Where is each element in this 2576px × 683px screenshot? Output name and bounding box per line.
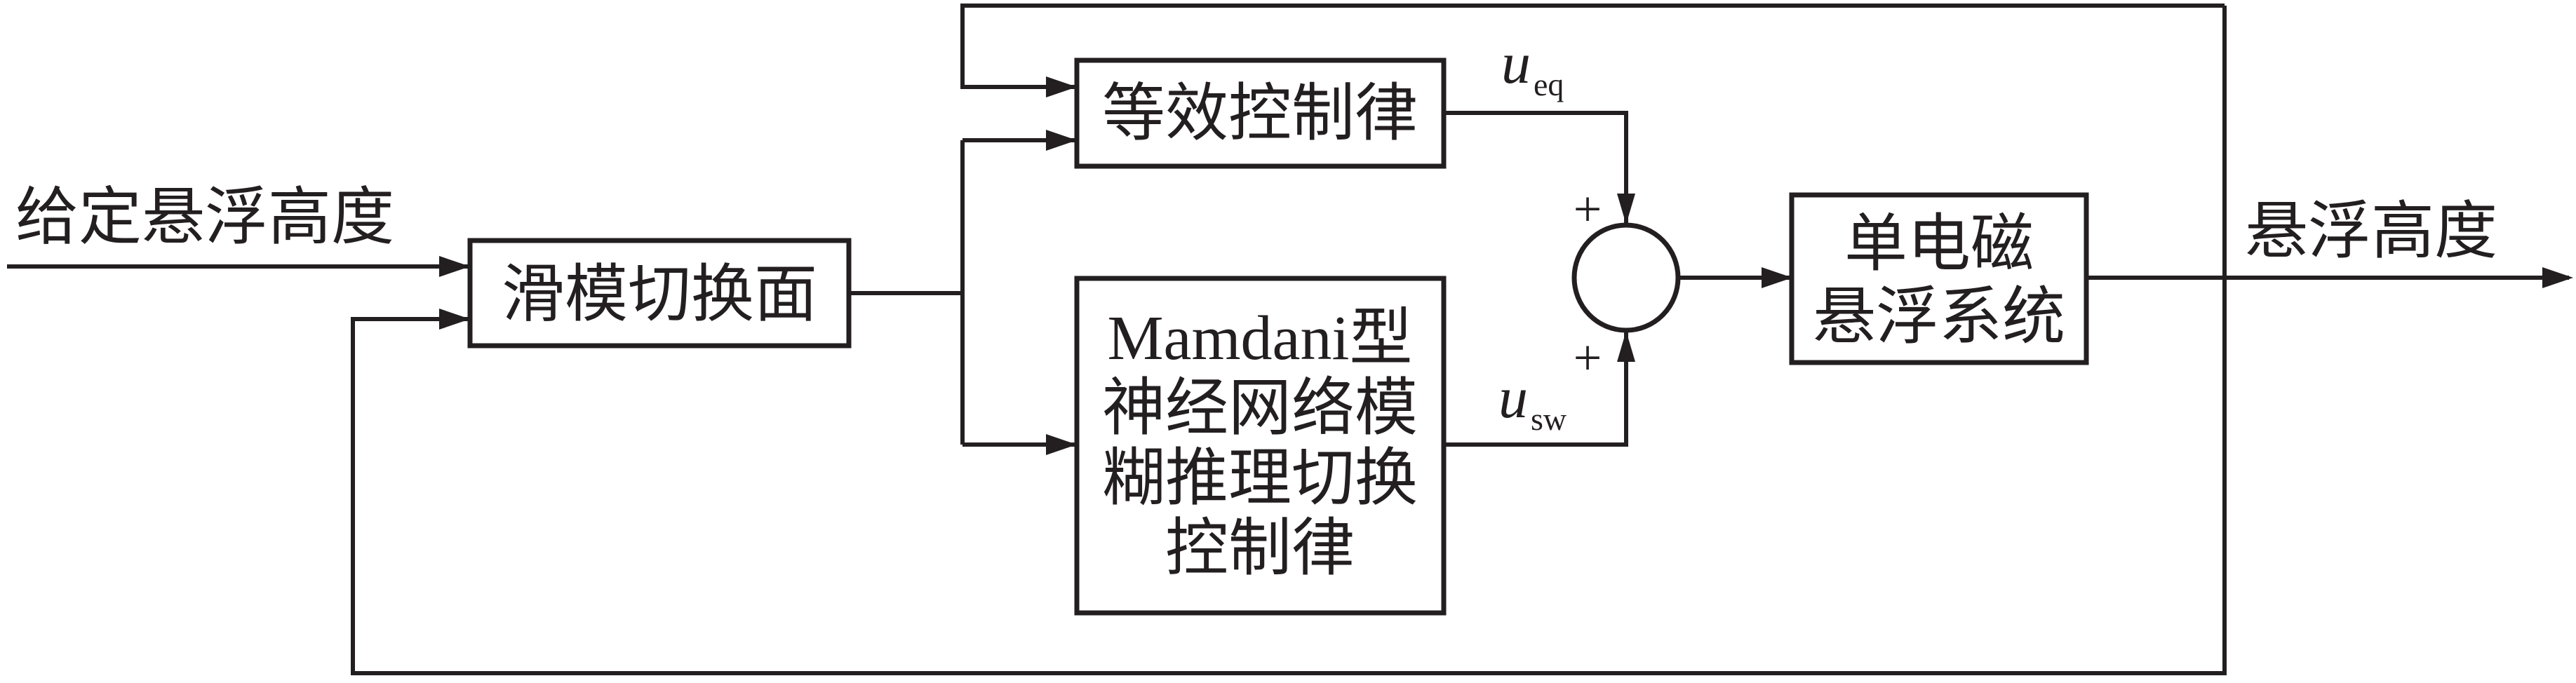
- sliding-surface-label: 滑模切换面: [502, 260, 817, 330]
- switching-control-line: 控制律: [1165, 514, 1355, 583]
- sliding-surface-block: [467, 238, 852, 349]
- arrowhead: [1762, 267, 1792, 288]
- arrowhead: [439, 309, 470, 330]
- switching-control-block: [1074, 276, 1447, 616]
- output-label: 悬浮高度: [2245, 197, 2497, 266]
- top-feedback-path: [960, 4, 2225, 89]
- feedback-path: [351, 6, 2227, 675]
- arrowhead: [1617, 331, 1635, 362]
- arrowhead: [1046, 434, 1077, 455]
- switching-control-line: Mamdani型: [1108, 304, 1413, 373]
- u-eq-label: ueq: [1501, 31, 1564, 102]
- arrowheads: [439, 76, 2573, 455]
- plant-line: 单电磁: [1844, 210, 2034, 279]
- arrowhead: [1046, 76, 1077, 97]
- equivalent-control-label: 等效控制律: [1102, 79, 1418, 149]
- u-sw-label: usw: [1498, 365, 1567, 437]
- summing-junction: [1571, 222, 1681, 333]
- arrowhead: [439, 256, 470, 277]
- arrowhead: [1046, 130, 1077, 151]
- u-sw-line: [1444, 332, 1628, 447]
- u-eq-subscript: eq: [1534, 67, 1564, 102]
- switching-control-line: 神经网络模: [1102, 374, 1418, 443]
- arrowhead: [1617, 194, 1635, 224]
- plant-block: [1789, 192, 2089, 365]
- plus-sign-bottom: +: [1574, 330, 1602, 386]
- plus-sign-top: +: [1574, 181, 1602, 237]
- u-eq-line: [1444, 111, 1628, 223]
- switching-control-line: 糊推理切换: [1102, 444, 1418, 513]
- u-sw-symbol: u: [1498, 365, 1528, 431]
- u-eq-symbol: u: [1501, 31, 1531, 96]
- input-label: 给定悬浮高度: [15, 183, 394, 252]
- plant-line: 悬浮系统: [1813, 283, 2065, 352]
- u-sw-subscript: sw: [1531, 401, 1567, 437]
- equivalent-control-block: [1074, 58, 1447, 169]
- arrowhead: [2542, 267, 2573, 288]
